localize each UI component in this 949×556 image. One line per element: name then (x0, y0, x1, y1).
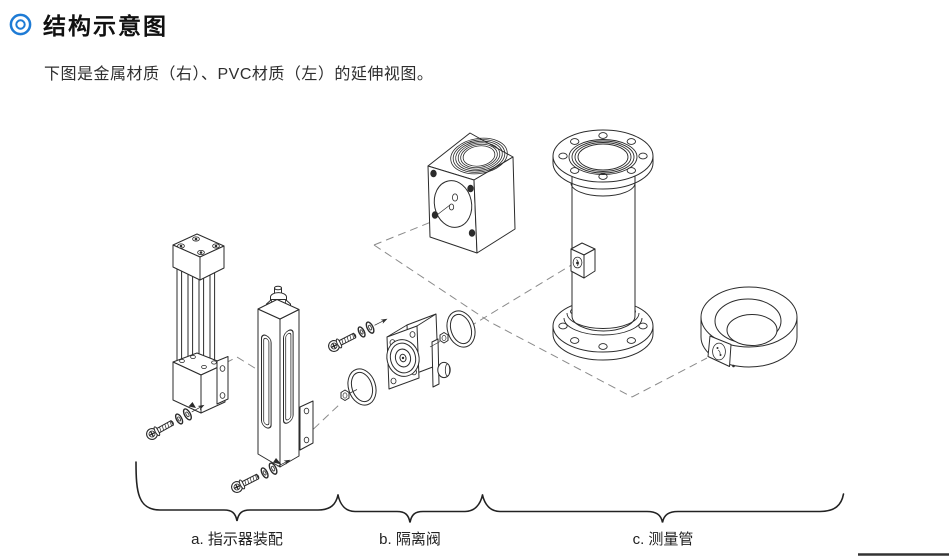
pvc-tube-block-drawing (427, 132, 516, 254)
legend-label-isolation-valve: b. 隔离阀 (379, 531, 441, 548)
intro-text: 下图是金属材质（右）、PVC材质（左）的延伸视图。 (44, 66, 434, 83)
metal-indicator-drawing (257, 285, 314, 468)
screw-fastener-3 (325, 312, 391, 355)
construction-dashed-lines (213, 221, 708, 439)
page-title: 结构示意图 (43, 13, 168, 39)
legend-label-indicator-assembly: a. 指示器装配 (191, 531, 283, 548)
collar-ring-drawing (700, 286, 798, 368)
metal-tube-drawing (552, 129, 654, 361)
legend-label-measuring-tube: c. 测量管 (632, 531, 694, 548)
legend-braces (135, 461, 845, 523)
brace-c (481, 493, 845, 523)
double-circle-icon (9, 13, 32, 35)
brace-a (135, 461, 339, 522)
section-header: 结构示意图 (7, 7, 168, 41)
pvc-indicator-drawing (172, 233, 229, 414)
brace-b (337, 494, 484, 523)
isolation-valve-drawing (340, 310, 476, 406)
